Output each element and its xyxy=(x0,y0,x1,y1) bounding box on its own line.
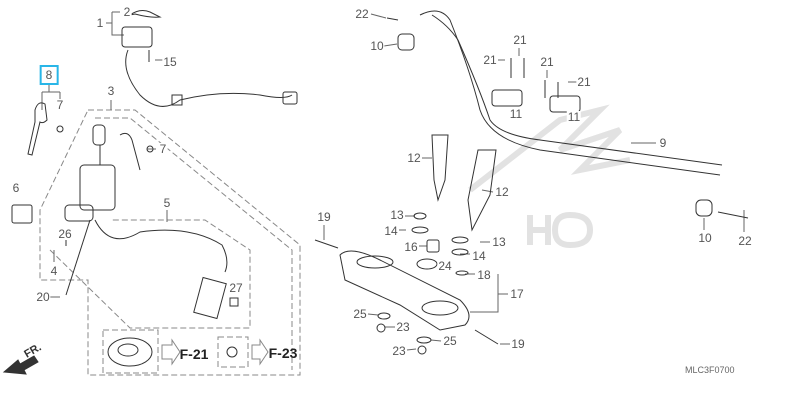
callout-5[interactable]: 5 xyxy=(162,196,172,210)
handlebar xyxy=(386,10,723,176)
callout-23[interactable]: 23 xyxy=(395,320,411,334)
callout-1[interactable]: 1 xyxy=(95,16,105,30)
callout-26[interactable]: 26 xyxy=(57,227,73,241)
callout-21[interactable]: 21 xyxy=(512,33,528,47)
callout-15[interactable]: 15 xyxy=(162,55,178,69)
callout-22[interactable]: 22 xyxy=(354,7,370,21)
honda-wing-watermark xyxy=(468,104,631,249)
harness xyxy=(11,204,239,320)
key-switch-cover xyxy=(121,10,298,107)
callout-19[interactable]: 19 xyxy=(316,210,332,224)
callout-22[interactable]: 22 xyxy=(737,234,753,248)
reference-f21[interactable]: F-21 xyxy=(179,346,209,362)
callout-11[interactable]: 11 xyxy=(566,110,582,124)
handlebar-risers xyxy=(431,134,497,232)
callout-27[interactable]: 27 xyxy=(228,281,244,295)
callout-21[interactable]: 21 xyxy=(482,53,498,67)
arrow-f23 xyxy=(251,338,269,366)
callout-8-selected[interactable]: 8 xyxy=(39,65,59,85)
callout-21[interactable]: 21 xyxy=(576,75,592,89)
callout-12[interactable]: 12 xyxy=(494,185,510,199)
front-arrow xyxy=(2,355,39,375)
callout-7[interactable]: 7 xyxy=(55,98,65,112)
ignition-switch xyxy=(79,124,154,211)
callout-3[interactable]: 3 xyxy=(106,84,116,98)
callout-7[interactable]: 7 xyxy=(158,142,168,156)
callout-12[interactable]: 12 xyxy=(406,151,422,165)
callout-23[interactable]: 23 xyxy=(391,344,407,358)
callout-17[interactable]: 17 xyxy=(509,287,525,301)
bar-end-weight xyxy=(695,199,749,219)
callout-14[interactable]: 14 xyxy=(471,249,487,263)
fuel-cap xyxy=(107,337,153,367)
diagram-code: MLC3F0700 xyxy=(685,365,735,375)
callout-25[interactable]: 25 xyxy=(442,334,458,348)
callout-11[interactable]: 11 xyxy=(508,107,524,121)
callout-20[interactable]: 20 xyxy=(35,290,51,304)
arrow-f21 xyxy=(161,338,181,366)
callout-16[interactable]: 16 xyxy=(403,240,419,254)
top-bridge xyxy=(314,212,499,355)
callout-13[interactable]: 13 xyxy=(491,235,507,249)
callout-24[interactable]: 24 xyxy=(437,259,453,273)
bolt-f23 xyxy=(226,346,238,358)
reference-f23[interactable]: F-23 xyxy=(268,345,298,361)
callout-13[interactable]: 13 xyxy=(389,208,405,222)
callout-19[interactable]: 19 xyxy=(510,337,526,351)
key xyxy=(27,102,64,156)
leader-lines xyxy=(41,11,745,351)
callout-9[interactable]: 9 xyxy=(658,136,668,150)
callout-2[interactable]: 2 xyxy=(122,5,132,19)
callout-4[interactable]: 4 xyxy=(49,264,59,278)
callout-14[interactable]: 14 xyxy=(383,224,399,238)
callout-21[interactable]: 21 xyxy=(539,55,555,69)
callout-6[interactable]: 6 xyxy=(11,181,21,195)
assembly-boundaries xyxy=(39,109,301,376)
callout-10[interactable]: 10 xyxy=(697,231,713,245)
callout-10[interactable]: 10 xyxy=(369,39,385,53)
callout-18[interactable]: 18 xyxy=(476,268,492,282)
callout-25[interactable]: 25 xyxy=(352,307,368,321)
